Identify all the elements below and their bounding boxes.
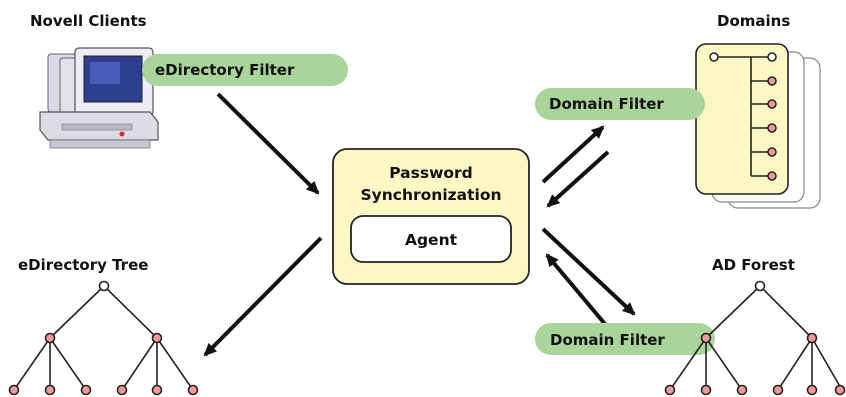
agent-box <box>350 215 512 263</box>
domains-label: Domains <box>717 12 790 30</box>
arrow-agent-to-forest <box>541 227 636 316</box>
arrow-agent-to-tree <box>203 236 323 357</box>
ad-forest-icon <box>664 280 846 396</box>
edirectory-filter-label: eDirectory Filter <box>155 61 295 79</box>
domain-filter-bottom: Domain Filter <box>535 323 715 355</box>
ad-forest-label: AD Forest <box>712 256 795 274</box>
novell-clients-label: Novell Clients <box>30 12 147 30</box>
password-sync-box: Password Synchronization Agent <box>332 148 530 285</box>
arrow-forest-to-agent <box>545 253 612 332</box>
domain-filter-bottom-pill <box>535 323 715 355</box>
edirectory-tree-label: eDirectory Tree <box>18 256 148 274</box>
arrow-domains-to-agent <box>546 150 610 208</box>
domains-icon <box>695 43 821 209</box>
arrow-agent-to-domains <box>541 125 605 184</box>
domain-filter-top-pill <box>535 88 705 120</box>
agent-label: Agent <box>405 231 458 249</box>
domain-filter-bottom-label: Domain Filter <box>550 331 665 349</box>
password-sync-title-line2: Synchronization <box>360 186 501 204</box>
domain-filter-top: Domain Filter <box>535 88 705 120</box>
password-sync-title-line1: Password <box>389 164 473 182</box>
edirectory-filter-pill <box>142 54 348 86</box>
edirectory-tree-icon <box>8 280 199 396</box>
edirectory-filter: eDirectory Filter <box>142 54 348 86</box>
computer-icon <box>39 47 159 149</box>
arrow-clients-to-agent <box>216 92 320 195</box>
domain-filter-top-label: Domain Filter <box>549 95 664 113</box>
